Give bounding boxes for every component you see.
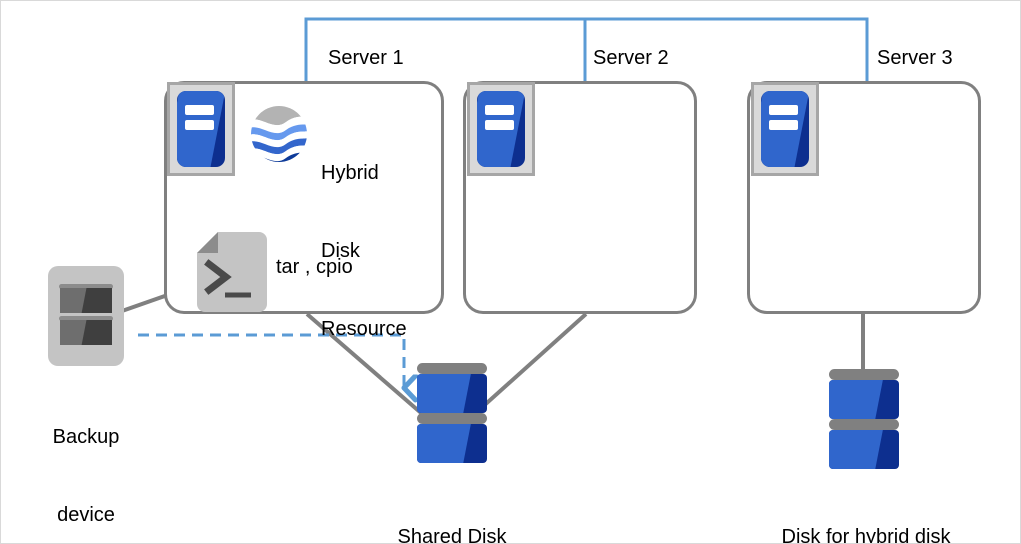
backup-device-icon[interactable]	[48, 266, 124, 366]
shared-disk-label-line-1: Shared Disk	[397, 526, 507, 544]
server3-disk-label: Disk for hybrid disk resource	[749, 472, 983, 544]
server-unit-icon	[467, 82, 535, 176]
backup-device-label-line-1: Backup	[52, 426, 120, 448]
hybrid-disk-resource-line-1: Hybrid	[321, 162, 379, 184]
server3-disk-label-line-1: Disk for hybrid disk	[781, 526, 951, 544]
backup-device-label-line-2: device	[57, 504, 115, 526]
server-1-label: Server 1	[328, 47, 404, 69]
hybrid-disk-resource-label: Hybrid Disk Resource	[321, 108, 407, 394]
server3-disk-stack-icon[interactable]	[829, 369, 899, 469]
backup-device-label: Backup device	[26, 372, 146, 543]
server-2-label: Server 2	[593, 47, 669, 69]
server-3-label: Server 3	[877, 47, 953, 69]
hybrid-disk-resource-line-3: Resource	[321, 318, 407, 340]
tar-cpio-label: tar , cpio	[276, 256, 353, 278]
globe-hybrid-disk-icon	[251, 106, 307, 162]
shared-disk-label: Shared Disk for hybrid disk resource	[332, 472, 572, 544]
shared-disk-stack-icon[interactable]	[417, 363, 487, 463]
script-document-icon	[197, 232, 267, 312]
server-unit-icon	[751, 82, 819, 176]
hybrid-disk-resource-line-2: Disk	[321, 240, 360, 262]
server-unit-icon	[167, 82, 235, 176]
